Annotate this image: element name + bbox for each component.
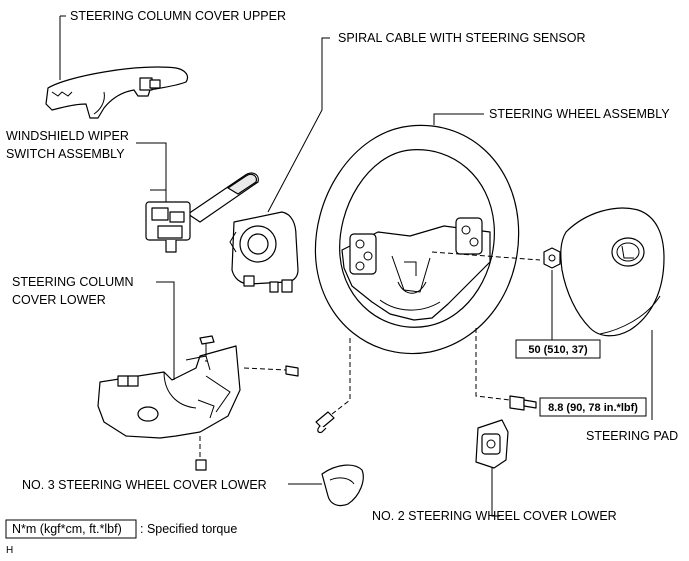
legend-text: : Specified torque — [140, 522, 237, 536]
cover-bolt-left — [315, 411, 335, 434]
torque-box-bolt — [539, 397, 647, 417]
spiral-cable-with-steering-sensor — [229, 211, 299, 293]
cover-lower-screw-bottom — [195, 459, 207, 471]
no3-steering-wheel-cover-lower — [321, 464, 364, 507]
cover-lower-screw-right — [285, 365, 299, 377]
label-steering-pad: STEERING PAD — [586, 429, 678, 443]
leader-no2-cover — [491, 468, 500, 517]
cover-lower-screw-top — [199, 335, 215, 352]
no2-steering-wheel-cover-lower — [475, 419, 509, 469]
corner-mark: H — [6, 545, 13, 556]
dash-wheel-to-nut — [431, 251, 541, 261]
label-steering-column-cover-upper: STEERING COLUMN COVER UPPER — [70, 9, 286, 23]
legend-box — [5, 519, 137, 539]
steering-pad — [560, 207, 665, 337]
label-steering-wheel-assembly: STEERING WHEEL ASSEMBLY — [489, 107, 670, 121]
dash-wheel-to-left-bolt — [331, 338, 351, 415]
lexus-emblem-icon — [611, 237, 645, 267]
leader-wiper-switch — [136, 142, 167, 192]
label-windshield-wiper-line1: WINDSHIELD WIPER — [6, 129, 129, 143]
leader-spiral-cable — [267, 37, 330, 213]
label-spiral-cable: SPIRAL CABLE WITH STEERING SENSOR — [338, 31, 586, 45]
label-cover-lower-line1: STEERING COLUMN — [12, 275, 134, 289]
steering-wheel-set-nut — [543, 247, 561, 269]
leader-steering-wheel — [433, 113, 484, 125]
legend-unit: N*m (kgf*cm, ft.*lbf) — [12, 522, 122, 536]
label-cover-lower-line2: COVER LOWER — [12, 293, 106, 307]
torque-bolt-text: 8.8 (90, 78 in.*lbf) — [548, 402, 638, 414]
steering-column-cover-lower — [97, 345, 241, 439]
steering-column-cover-upper — [45, 66, 189, 119]
label-windshield-wiper-line2: SWITCH ASSEMBLY — [6, 147, 125, 161]
label-no2-cover-lower: NO. 2 STEERING WHEEL COVER LOWER — [372, 509, 617, 523]
steering-wheel-assembly — [314, 124, 520, 354]
torque-nut-text: 50 (510, 37) — [528, 344, 588, 356]
cover-bolt-right — [509, 395, 537, 411]
dash-wheel-to-bolt — [475, 328, 511, 401]
torque-box-nut — [515, 339, 601, 359]
leader-cover-lower — [156, 281, 175, 380]
label-no3-cover-lower: NO. 3 STEERING WHEEL COVER LOWER — [22, 478, 267, 492]
